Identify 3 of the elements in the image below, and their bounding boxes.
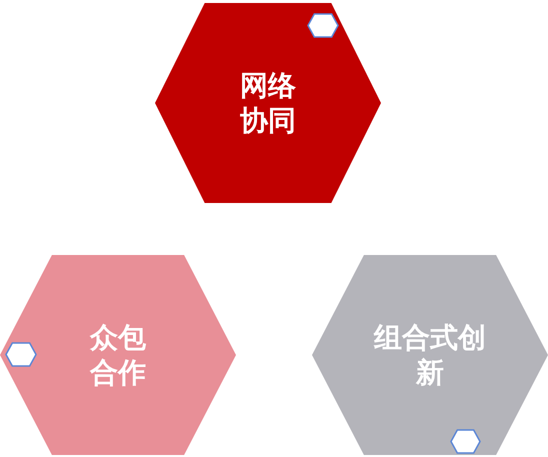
hexagon-label: 网络协同 xyxy=(239,68,297,138)
hexagon-label: 组合式创新 xyxy=(372,320,487,390)
hexagon-label: 众包合作 xyxy=(88,320,147,390)
